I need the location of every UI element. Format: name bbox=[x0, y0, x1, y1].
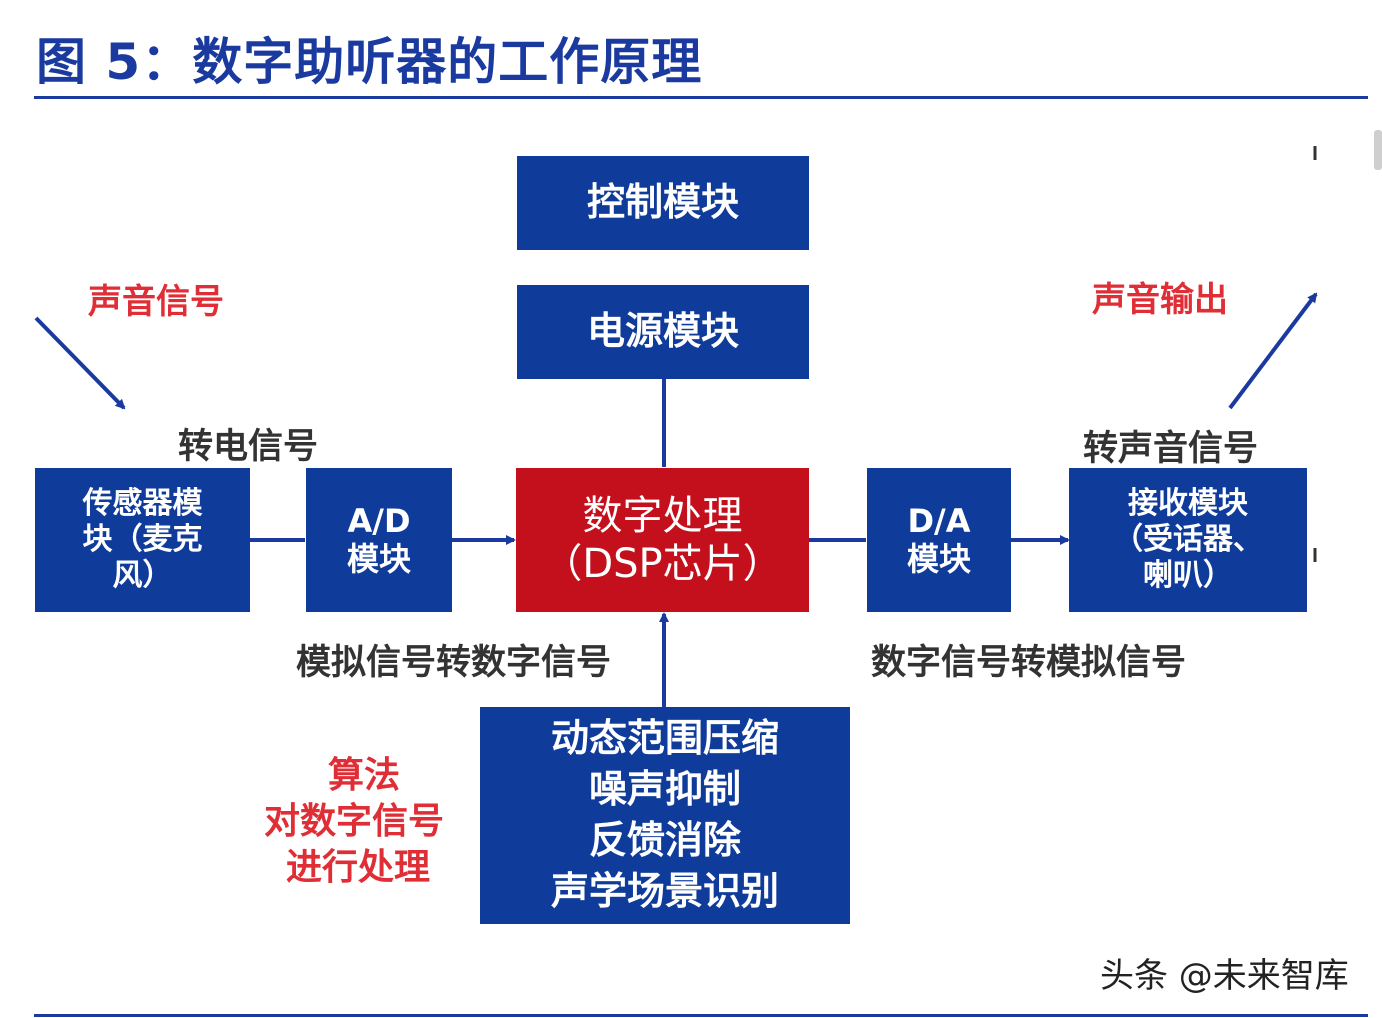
sound-input-arrow bbox=[34, 316, 126, 410]
algorithm-line-4: 声学场景识别 bbox=[550, 869, 779, 914]
ad-module-box: A/D 模块 bbox=[306, 468, 452, 612]
algorithm-line-2: 噪声抑制 bbox=[588, 767, 741, 812]
control-module-label: 控制模块 bbox=[586, 180, 739, 225]
algorithm-note-line-3: 进行处理 bbox=[286, 847, 431, 888]
dsp-module-box: 数字处理 （DSP芯片） bbox=[516, 468, 809, 612]
algorithm-box: 动态范围压缩 噪声抑制 反馈消除 声学场景识别 bbox=[480, 707, 850, 924]
figure-title: 图 5：数字助听器的工作原理 bbox=[36, 33, 703, 91]
to-acoustic-label: 转声音信号 bbox=[1083, 429, 1259, 469]
algorithm-note-line-1: 算法 bbox=[328, 755, 401, 796]
da-module-box: D/A 模块 bbox=[867, 468, 1011, 612]
dsp-module-line-2: （DSP芯片） bbox=[542, 541, 783, 587]
ad-module-line-2: 模块 bbox=[346, 540, 411, 578]
sensor-module-line-2: 块（麦克 bbox=[82, 522, 203, 557]
power-module-label: 电源模块 bbox=[586, 309, 739, 354]
sensor-module-line-1: 传感器模 bbox=[82, 486, 203, 521]
sound-output-label: 声音输出 bbox=[1092, 280, 1228, 320]
digital-to-analog-label: 数字信号转模拟信号 bbox=[871, 643, 1187, 683]
control-module-box: 控制模块 bbox=[517, 156, 809, 250]
receiver-module-line-2: （受话器、 bbox=[1113, 522, 1263, 557]
title-divider bbox=[34, 96, 1368, 99]
ad-module-line-1: A/D bbox=[347, 501, 411, 540]
bottom-divider bbox=[34, 1014, 1368, 1017]
sound-input-label: 声音信号 bbox=[88, 282, 224, 322]
sensor-module-box: 传感器模 块（麦克 风） bbox=[35, 468, 250, 612]
da-module-line-1: D/A bbox=[907, 501, 971, 540]
to-electric-label: 转电信号 bbox=[178, 427, 319, 467]
sound-output-arrow bbox=[1228, 292, 1318, 410]
sensor-module-line-3: 风） bbox=[112, 558, 173, 593]
power-module-box: 电源模块 bbox=[517, 285, 809, 379]
algorithm-line-3: 反馈消除 bbox=[588, 818, 741, 863]
algorithm-note-line-2: 对数字信号 bbox=[264, 801, 445, 842]
receiver-module-line-3: 喇叭） bbox=[1143, 558, 1233, 593]
algorithm-line-1: 动态范围压缩 bbox=[550, 716, 779, 761]
receiver-module-line-1: 接收模块 bbox=[1128, 486, 1248, 521]
da-module-line-2: 模块 bbox=[906, 540, 971, 578]
receiver-module-box: 接收模块 （受话器、 喇叭） bbox=[1069, 468, 1307, 612]
scrollbar-thumb[interactable] bbox=[1374, 130, 1382, 170]
dsp-module-line-1: 数字处理 bbox=[582, 493, 743, 539]
analog-to-digital-label: 模拟信号转数字信号 bbox=[296, 643, 612, 683]
watermark: 头条 @未来智库 bbox=[1100, 956, 1349, 996]
